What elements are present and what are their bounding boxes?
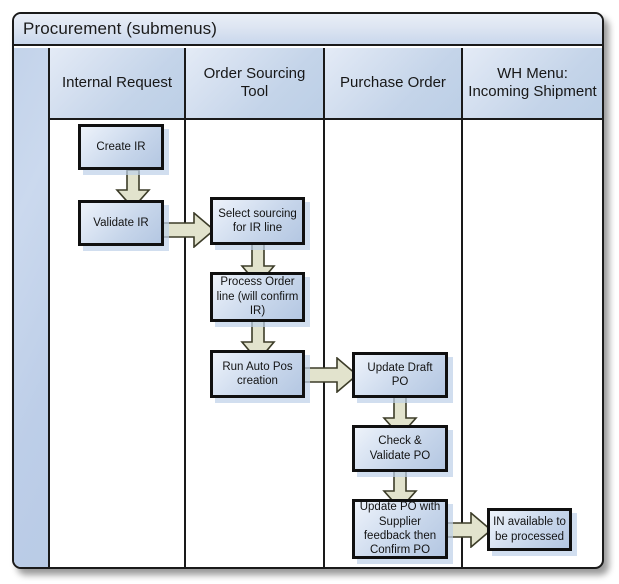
edge-create-ir-to-validate-ir: [115, 170, 151, 210]
node-label: Select sourcing for IR line: [218, 207, 297, 234]
lane-separator-1: [184, 120, 186, 567]
node-label: Check & Validate PO: [369, 435, 431, 462]
node-update-draft-po[interactable]: Update Draft PO: [352, 352, 448, 398]
node-label: IN available to be processed: [493, 516, 566, 543]
edge-run-auto-pos-to-update-draft-po: [303, 357, 359, 393]
node-select-sourcing[interactable]: Select sourcing for IR line: [210, 197, 305, 245]
node-process-order[interactable]: Process Order line (will confirm IR): [210, 272, 305, 322]
lane-header-order-sourcing: Order Sourcing Tool: [186, 48, 325, 120]
node-create-ir[interactable]: Create IR: [78, 124, 164, 170]
node-label: Process Order line (will confirm IR): [216, 276, 299, 318]
node-validate-ir[interactable]: Validate IR: [78, 200, 164, 246]
lane-header-internal-request: Internal Request: [50, 48, 186, 120]
diagram-frame: Procurement (submenus) Internal Request …: [12, 12, 604, 569]
lane-header-purchase-order: Purchase Order: [325, 48, 463, 120]
lane-header-label: Order Sourcing Tool: [203, 65, 306, 100]
edge-update-po-to-in-available: [445, 512, 493, 548]
node-label: Validate IR: [93, 216, 149, 229]
diagram-title-bar: Procurement (submenus): [14, 14, 602, 46]
lane-separator-2: [323, 120, 325, 567]
node-update-po[interactable]: Update PO with Supplier feedback then Co…: [352, 499, 448, 559]
node-check-validate-po[interactable]: Check & Validate PO: [352, 425, 448, 472]
lane-header-label: Purchase Order: [340, 74, 446, 92]
node-label: Run Auto Pos creation: [222, 360, 293, 387]
edge-validate-ir-to-select-sourcing: [162, 212, 216, 248]
lane-header-label: Internal Request: [61, 74, 173, 92]
node-label: Update Draft PO: [367, 361, 433, 388]
lane-header-label: WH Menu: Incoming Shipment: [468, 65, 597, 100]
node-label: Update PO with Supplier feedback then Co…: [359, 501, 441, 557]
lane-spine: [14, 48, 50, 567]
node-run-auto-pos[interactable]: Run Auto Pos creation: [210, 350, 305, 398]
node-label: Create IR: [96, 140, 146, 153]
diagram-title: Procurement (submenus): [23, 19, 217, 38]
node-in-available[interactable]: IN available to be processed: [487, 508, 572, 551]
lane-separator-3: [461, 120, 463, 567]
lane-header-wh-menu: WH Menu: Incoming Shipment: [463, 48, 602, 120]
